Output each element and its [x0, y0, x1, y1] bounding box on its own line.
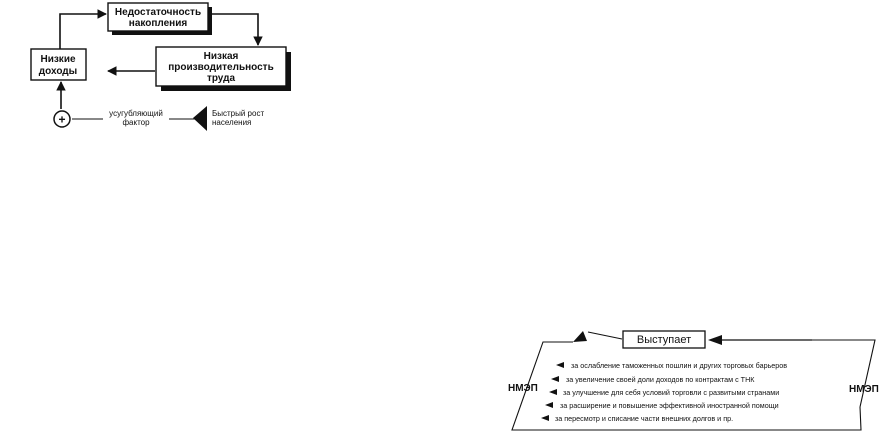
population-wedge-icon [193, 106, 207, 131]
plus-circle-icon: + [53, 110, 71, 128]
arrow-title-left [587, 331, 623, 340]
nmep-diagram: Выступает НМЭП НМЭП за ослабление таможе… [508, 330, 879, 431]
list-item: за ослабление таможенных пошлин и других… [556, 361, 787, 370]
bullet-arrow-icon [541, 415, 549, 421]
arrow-savings-to-productivity [212, 13, 263, 46]
list-item-text: за увеличение своей доли доходов по конт… [566, 375, 755, 384]
list-item: за улучшение для себя условий торговли с… [549, 388, 779, 397]
nmep-right-label: НМЭП [849, 384, 879, 395]
nmep-left-label: НМЭП [508, 383, 538, 394]
box-insufficient-savings: Недостаточность накопления [107, 2, 212, 35]
list-item: за расширение и повышение эффективной ин… [545, 401, 779, 410]
list-item: за пересмотр и списание части внешних до… [541, 414, 733, 423]
nmep-title: Выступает [637, 334, 691, 346]
nmep-item-list: за ослабление таможенных пошлин и других… [541, 361, 787, 423]
arrow-income-to-savings [59, 9, 107, 49]
poverty-cycle-diagram: Недостаточность накопления Низкая произв… [30, 2, 291, 131]
factor-label-line-2: фактор [122, 118, 150, 127]
box-savings-line-2: накопления [129, 18, 188, 29]
bullet-arrow-icon [545, 402, 553, 408]
box-low-income: Низкие доходы [30, 48, 87, 81]
box-productivity-line-3: труда [207, 73, 236, 84]
title-box-vystupaet: Выступает [622, 330, 706, 349]
bullet-arrow-icon [551, 376, 559, 382]
arrow-head-left-icon [573, 331, 587, 342]
plus-symbol: + [58, 113, 65, 127]
frame-left-bottom [511, 341, 862, 431]
bullet-arrow-icon [549, 389, 557, 395]
box-income-line-2: доходы [39, 66, 77, 77]
box-income-line-1: Низкие [40, 54, 75, 65]
bullet-arrow-icon [556, 362, 564, 368]
population-label-line-1: Быстрый рост [212, 109, 264, 118]
box-low-productivity: Низкая производительность труда [155, 46, 291, 91]
list-item-text: за расширение и повышение эффективной ин… [560, 401, 779, 410]
box-savings-line-1: Недостаточность [115, 7, 201, 18]
box-productivity-line-2: производительность [168, 62, 273, 73]
list-item-text: за пересмотр и списание части внешних до… [555, 414, 733, 423]
list-item-text: за ослабление таможенных пошлин и других… [571, 361, 787, 370]
factor-label-line-1: усугубляющий [109, 109, 163, 118]
box-productivity-line-1: Низкая [204, 51, 239, 62]
frame-top-right [812, 339, 876, 408]
arrow-head-right-icon [708, 335, 722, 345]
list-item-text: за улучшение для себя условий торговли с… [563, 388, 779, 397]
list-item: за увеличение своей доли доходов по конт… [551, 375, 755, 384]
population-label-line-2: населения [212, 118, 251, 127]
